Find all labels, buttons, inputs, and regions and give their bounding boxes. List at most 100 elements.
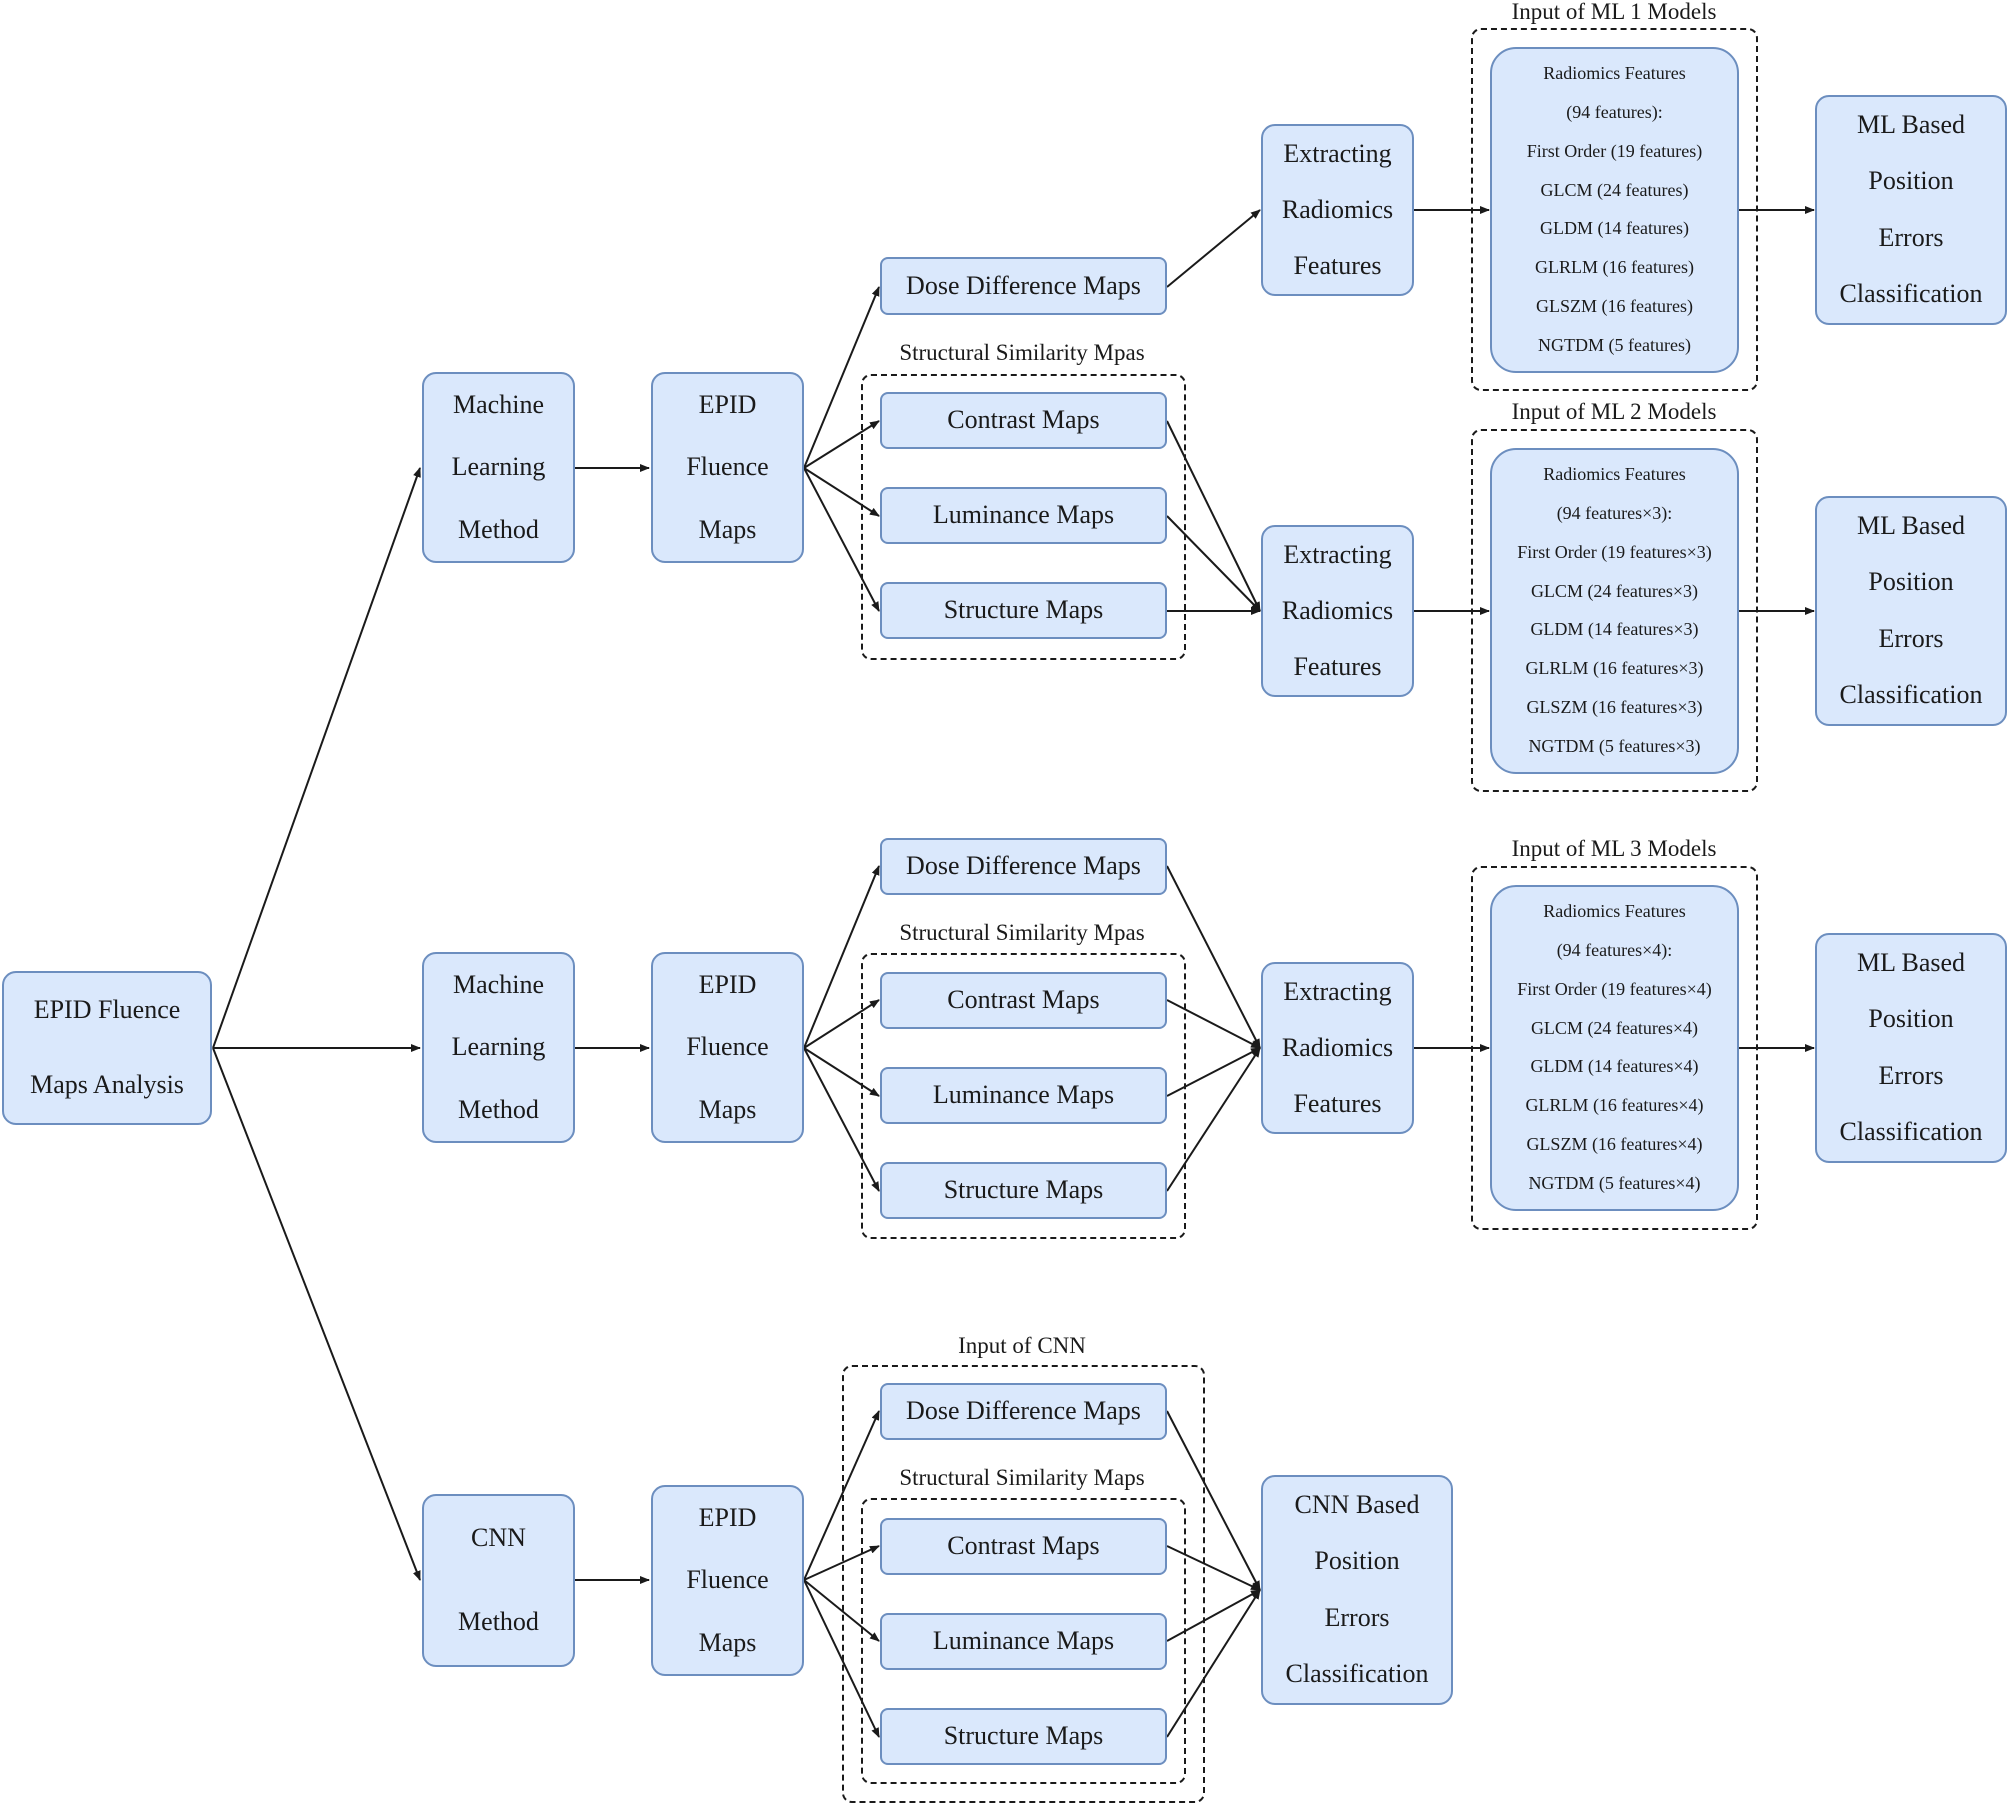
ml-result-line: ML Based: [1856, 510, 1966, 540]
ml3-input-group: [1471, 866, 1758, 1230]
root-line-1: EPID Fluence: [33, 995, 181, 1025]
ml-result-line: Position: [1868, 567, 1954, 597]
cnn-method-node: CNN Method: [422, 1494, 575, 1667]
epid-line: Maps: [698, 1094, 757, 1124]
extract-line: Extracting: [1283, 976, 1392, 1006]
extract-line: Radiomics: [1281, 194, 1394, 224]
feature-item: (94 features×4):: [1556, 940, 1673, 961]
cnn-input-group: [842, 1365, 1205, 1803]
epid-line: EPID: [698, 1502, 757, 1532]
ssim-group-2: [861, 953, 1186, 1239]
contrast-map-node-3: Contrast Maps: [880, 1518, 1167, 1575]
dose-map-node-2: Dose Difference Maps: [880, 838, 1167, 895]
cnn-result-node: CNN Based Position Errors Classification: [1261, 1475, 1453, 1705]
feature-item: GLSZM (16 features): [1536, 295, 1693, 316]
ml2-input-group: [1471, 429, 1758, 792]
ml-method-line: Machine: [453, 389, 544, 419]
connector-arrow: [212, 1047, 421, 1581]
luminance-map-node-1: Luminance Maps: [880, 487, 1167, 544]
ssim-group-3: [861, 1498, 1186, 1784]
root-line-2: Maps Analysis: [30, 1070, 184, 1100]
feature-item: GLSZM (16 features×3): [1526, 696, 1703, 717]
epid-node-2: EPID Fluence Maps: [651, 952, 804, 1143]
contrast-map-label: Contrast Maps: [947, 405, 1100, 435]
feature-item: Radiomics Features: [1543, 63, 1686, 84]
epid-line: EPID: [698, 389, 757, 419]
extract-line: Extracting: [1283, 539, 1392, 569]
ml-result-line: Errors: [1878, 1060, 1944, 1090]
cnn-result-line: Classification: [1285, 1659, 1429, 1689]
extract-line: Radiomics: [1281, 595, 1394, 625]
ml1-input-caption: Input of ML 1 Models: [1511, 0, 1717, 24]
extract-line: Features: [1293, 250, 1382, 280]
luminance-map-label: Luminance Maps: [932, 1626, 1115, 1656]
dose-map-label: Dose Difference Maps: [906, 851, 1141, 881]
ml-method-node-2: Machine Learning Method: [422, 952, 575, 1143]
ml-result-line: Position: [1868, 1004, 1954, 1034]
feature-item: GLSZM (16 features×4): [1526, 1133, 1703, 1154]
feature-item: GLCM (24 features): [1540, 179, 1689, 200]
epid-line: Fluence: [686, 1032, 769, 1062]
luminance-map-label: Luminance Maps: [932, 1080, 1115, 1110]
ml-result-line: Position: [1868, 166, 1954, 196]
dose-map-node-3: Dose Difference Maps: [880, 1383, 1167, 1440]
feature-item: NGTDM (5 features×4): [1528, 1172, 1701, 1193]
ml-result-node-1: ML Based Position Errors Classification: [1815, 95, 2007, 325]
luminance-map-node-3: Luminance Maps: [880, 1613, 1167, 1670]
feature-item: (94 features×3):: [1556, 503, 1673, 524]
feature-item: GLDM (14 features): [1540, 218, 1689, 239]
cnn-result-line: CNN Based: [1294, 1489, 1420, 1519]
connector-arrow: [1166, 209, 1261, 288]
structure-map-node-2: Structure Maps: [880, 1162, 1167, 1219]
structure-map-node-1: Structure Maps: [880, 582, 1167, 639]
cnn-method-line: Method: [458, 1607, 539, 1637]
feature-item: (94 features):: [1566, 102, 1663, 123]
ssim-caption-1: Structural Similarity Mpas: [899, 340, 1145, 365]
cnn-input-caption: Input of CNN: [958, 1333, 1086, 1358]
feature-item: GLDM (14 features×4): [1530, 1056, 1699, 1077]
extract-line: Radiomics: [1281, 1032, 1394, 1062]
feature-item: GLRLM (16 features×3): [1525, 658, 1704, 679]
dose-map-node-1: Dose Difference Maps: [880, 257, 1167, 315]
ml3-input-caption: Input of ML 3 Models: [1511, 836, 1717, 861]
epid-node-1: EPID Fluence Maps: [651, 372, 804, 563]
extract-line: Features: [1293, 1088, 1382, 1118]
ml-result-line: Classification: [1839, 1117, 1983, 1147]
extract-line: Extracting: [1283, 138, 1392, 168]
epid-line: Maps: [698, 1627, 757, 1657]
cnn-result-line: Errors: [1324, 1602, 1390, 1632]
feature-item: GLCM (24 features×4): [1530, 1017, 1699, 1038]
ml-result-node-2: ML Based Position Errors Classification: [1815, 496, 2007, 726]
feature-item: Radiomics Features: [1543, 464, 1686, 485]
ml-method-node-1: Machine Learning Method: [422, 372, 575, 563]
epid-line: Fluence: [686, 452, 769, 482]
ml-result-node-3: ML Based Position Errors Classification: [1815, 933, 2007, 1163]
cnn-result-line: Position: [1314, 1546, 1400, 1576]
feature-item: First Order (19 features×4): [1517, 978, 1712, 999]
contrast-map-label: Contrast Maps: [947, 985, 1100, 1015]
feature-item: Radiomics Features: [1543, 901, 1686, 922]
feature-item: NGTDM (5 features): [1538, 334, 1691, 355]
ssim-caption-3: Structural Similarity Maps: [899, 1465, 1145, 1490]
ml-result-line: Errors: [1878, 623, 1944, 653]
ml-method-line: Method: [458, 1094, 539, 1124]
ml-result-line: ML Based: [1856, 109, 1966, 139]
ssim-group-1: [861, 374, 1186, 660]
epid-line: Maps: [698, 514, 757, 544]
feature-item: GLRLM (16 features×4): [1525, 1095, 1704, 1116]
structure-map-label: Structure Maps: [943, 1721, 1104, 1751]
extract-node-3: Extracting Radiomics Features: [1261, 962, 1414, 1134]
feature-item: First Order (19 features×3): [1517, 541, 1712, 562]
root-node: EPID Fluence Maps Analysis: [2, 971, 212, 1125]
luminance-map-node-2: Luminance Maps: [880, 1067, 1167, 1124]
structure-map-node-3: Structure Maps: [880, 1708, 1167, 1765]
epid-line: EPID: [698, 969, 757, 999]
ssim-caption-2: Structural Similarity Mpas: [899, 920, 1145, 945]
dose-map-label: Dose Difference Maps: [906, 270, 1141, 300]
ml-result-line: ML Based: [1856, 947, 1966, 977]
ml1-feature-list: Radiomics Features (94 features): First …: [1490, 47, 1739, 373]
extract-node-2: Extracting Radiomics Features: [1261, 525, 1414, 697]
ml-result-line: Classification: [1839, 680, 1983, 710]
extract-line: Features: [1293, 651, 1382, 681]
ml-method-line: Learning: [451, 1032, 546, 1062]
